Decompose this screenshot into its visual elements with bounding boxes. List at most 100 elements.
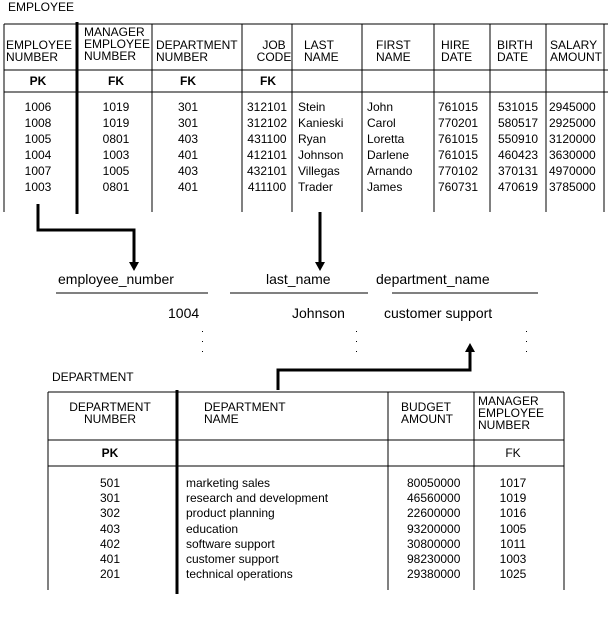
department-cell-manager-employee-number: 1019: [499, 491, 527, 506]
department-cell-department-number: 403: [99, 521, 121, 536]
department-cell-budget-amount: 46560000: [407, 491, 461, 506]
employee-cell-manager-employee-number: 1019: [102, 116, 130, 130]
employee-cell-first-name: Arnando: [367, 164, 413, 178]
employee-cell-manager-employee-number: 1003: [102, 148, 130, 162]
employee-cell-job-code: 312101: [246, 100, 288, 114]
employee-cell-employee-number: 1003: [24, 180, 52, 194]
department-cell-manager-employee-number: 1025: [499, 567, 527, 582]
employee-cell-salary-amount: 3785000: [549, 180, 596, 194]
employee-cell-hire-date: 770201: [438, 116, 479, 130]
department-key-department-number: PK: [101, 446, 119, 460]
department-cell-department-name: education: [186, 521, 239, 536]
department-cell-manager-employee-number: 1003: [499, 552, 527, 566]
employee-cell-last-name: Johnson: [298, 148, 344, 162]
department-cell-department-name: software support: [186, 536, 275, 551]
employee-cell-department-number: 301: [177, 116, 199, 130]
department-cell-manager-employee-number: 1005: [499, 521, 527, 536]
employee-header-employee-number: EMPLOYEE NUMBER: [6, 38, 73, 64]
employee-header-last-name: LAST NAME: [304, 38, 339, 64]
employee-cell-birth-date: 460423: [498, 148, 539, 162]
employee-cell-first-name: Carol: [367, 116, 396, 130]
employee-cell-birth-date: 580517: [498, 116, 539, 130]
employee-cell-manager-employee-number: 0801: [102, 180, 130, 194]
result-value-employee-number: 1004: [168, 305, 200, 321]
employee-cell-employee-number: 1008: [24, 116, 52, 130]
employee-header-department-number: DEPARTMENT NUMBER: [156, 38, 238, 64]
department-cell-manager-employee-number: 1017: [499, 476, 527, 490]
department-header-manager-employee-number: MANAGER EMPLOYEE NUMBER: [478, 394, 545, 432]
employee-cell-birth-date: 370131: [498, 164, 539, 178]
employee-cell-first-name: Loretta: [367, 132, 405, 146]
department-cell-department-number: 401: [99, 552, 121, 566]
employee-key-manager-employee-number: FK: [108, 74, 124, 88]
employee-cell-salary-amount: 3630000: [549, 148, 596, 162]
department-cell-budget-amount: 22600000: [407, 506, 461, 521]
result-header-employee-number: employee_number: [58, 271, 174, 287]
department-cell-department-number: 302: [99, 506, 121, 521]
result-header-last-name: last_name: [266, 271, 331, 287]
department-header-department-name: DEPARTMENT NAME: [204, 400, 286, 426]
employee-cell-manager-employee-number: 0801: [102, 132, 130, 146]
employee-header-birth-date: BIRTH DATE: [497, 38, 533, 64]
employee-cell-manager-employee-number: 1005: [102, 164, 130, 178]
department-cell-department-number: 301: [99, 491, 121, 506]
department-cell-budget-amount: 30800000: [407, 536, 461, 551]
employee-key-job-code: FK: [260, 74, 276, 88]
department-key-manager-employee-number: FK: [505, 446, 521, 460]
employee-cell-job-code: 312102: [246, 116, 288, 130]
employee-cell-job-code: 432101: [246, 164, 288, 178]
employee-cell-department-number: 401: [177, 148, 199, 162]
employee-cell-employee-number: 1004: [24, 148, 52, 162]
employee-cell-job-code: 412101: [246, 148, 288, 162]
employee-cell-employee-number: 1006: [24, 100, 52, 114]
employee-cell-job-code: 411100: [247, 180, 287, 194]
employee-header-job-code: JOB CODE: [256, 38, 292, 64]
employee-cell-salary-amount: 2945000: [549, 100, 596, 114]
employee-table-title: EMPLOYEE: [8, 0, 75, 14]
department-cell-manager-employee-number: 1016: [499, 506, 527, 521]
employee-cell-hire-date: 761015: [438, 132, 479, 146]
employee-header-hire-date: HIRE DATE: [441, 38, 473, 64]
employee-cell-last-name: Kanieski: [298, 116, 344, 130]
department-cell-department-name: customer support: [186, 552, 279, 566]
employee-cell-first-name: James: [367, 180, 403, 194]
employee-header-first-name: FIRST NAME: [376, 38, 411, 64]
employee-cell-department-number: 301: [177, 100, 199, 114]
employee-cell-first-name: John: [367, 100, 394, 114]
department-cell-department-number: 501: [99, 476, 121, 490]
department-table-title: DEPARTMENT: [52, 370, 134, 384]
employee-header-salary-amount: SALARY AMOUNT: [550, 38, 602, 64]
employee-cell-birth-date: 550910: [498, 132, 539, 146]
employee-cell-last-name: Villegas: [298, 164, 340, 178]
employee-cell-job-code: 431100: [247, 132, 287, 146]
employee-cell-first-name: Darlene: [367, 148, 410, 162]
department-cell-budget-amount: 29380000: [407, 567, 461, 582]
employee-cell-last-name: Ryan: [298, 132, 327, 146]
employee-cell-department-number: 403: [177, 164, 199, 178]
employee-key-employee-number: PK: [29, 74, 47, 88]
employee-cell-birth-date: 531015: [498, 100, 539, 114]
employee-cell-employee-number: 1005: [24, 132, 52, 146]
employee-cell-last-name: Trader: [298, 180, 333, 194]
result-value-department-name: customer support: [384, 305, 493, 321]
department-cell-department-name: product planning: [186, 506, 275, 521]
employee-cell-employee-number: 1007: [24, 164, 52, 178]
employee-cell-hire-date: 761015: [438, 148, 479, 162]
employee-cell-department-number: 401: [177, 180, 199, 194]
employee-cell-salary-amount: 4970000: [549, 164, 596, 178]
department-header-department-number: DEPARTMENT NUMBER: [69, 400, 151, 426]
department-cell-department-number: 402: [99, 536, 121, 551]
department-cell-department-number: 201: [99, 567, 121, 582]
department-cell-manager-employee-number: 1011: [500, 536, 526, 551]
employee-cell-birth-date: 470619: [498, 180, 539, 194]
employee-cell-salary-amount: 2925000: [549, 116, 596, 130]
department-cell-budget-amount: 80050000: [407, 476, 461, 490]
employee-cell-hire-date: 760731: [438, 180, 479, 194]
department-cell-department-name: research and development: [186, 491, 329, 506]
employee-key-department-number: FK: [180, 74, 196, 88]
employee-header-manager-employee-number: MANAGER EMPLOYEE NUMBER: [84, 25, 151, 63]
employee-cell-salary-amount: 3120000: [549, 132, 596, 146]
employee-cell-hire-date: 761015: [438, 100, 479, 114]
employee-cell-manager-employee-number: 1019: [102, 100, 130, 114]
